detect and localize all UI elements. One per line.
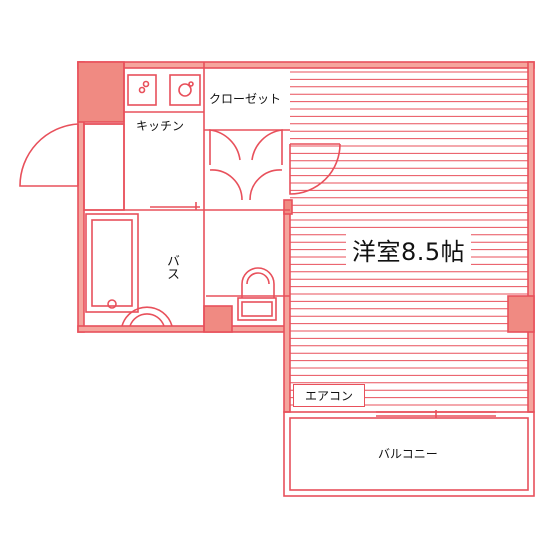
entrance-door-icon	[19, 123, 79, 187]
pillar	[77, 61, 125, 123]
balcony-area	[283, 410, 535, 497]
exterior-walls	[77, 61, 535, 413]
bath-basin-icon	[129, 313, 165, 327]
room-door-icon	[289, 143, 341, 195]
closet-label: クローゼット	[209, 92, 282, 106]
bathtub-icon	[85, 213, 139, 313]
pillar	[507, 295, 535, 333]
interior-walls	[83, 62, 290, 332]
aircon-label: エアコン	[293, 384, 365, 407]
kitchen-sink-icon	[127, 74, 157, 106]
balcony-label: バルコニー	[378, 447, 438, 461]
toilet-icon	[237, 267, 277, 321]
bath-label: バス	[164, 254, 179, 280]
stove-icon	[169, 74, 201, 106]
closet-doors-icon	[209, 129, 283, 201]
pillar	[283, 199, 293, 215]
western-room-label: 洋室8.5帖	[346, 232, 472, 267]
kitchen-label: キッチン	[136, 119, 185, 133]
pillar	[203, 305, 233, 333]
bath-basin-icon	[121, 306, 173, 327]
